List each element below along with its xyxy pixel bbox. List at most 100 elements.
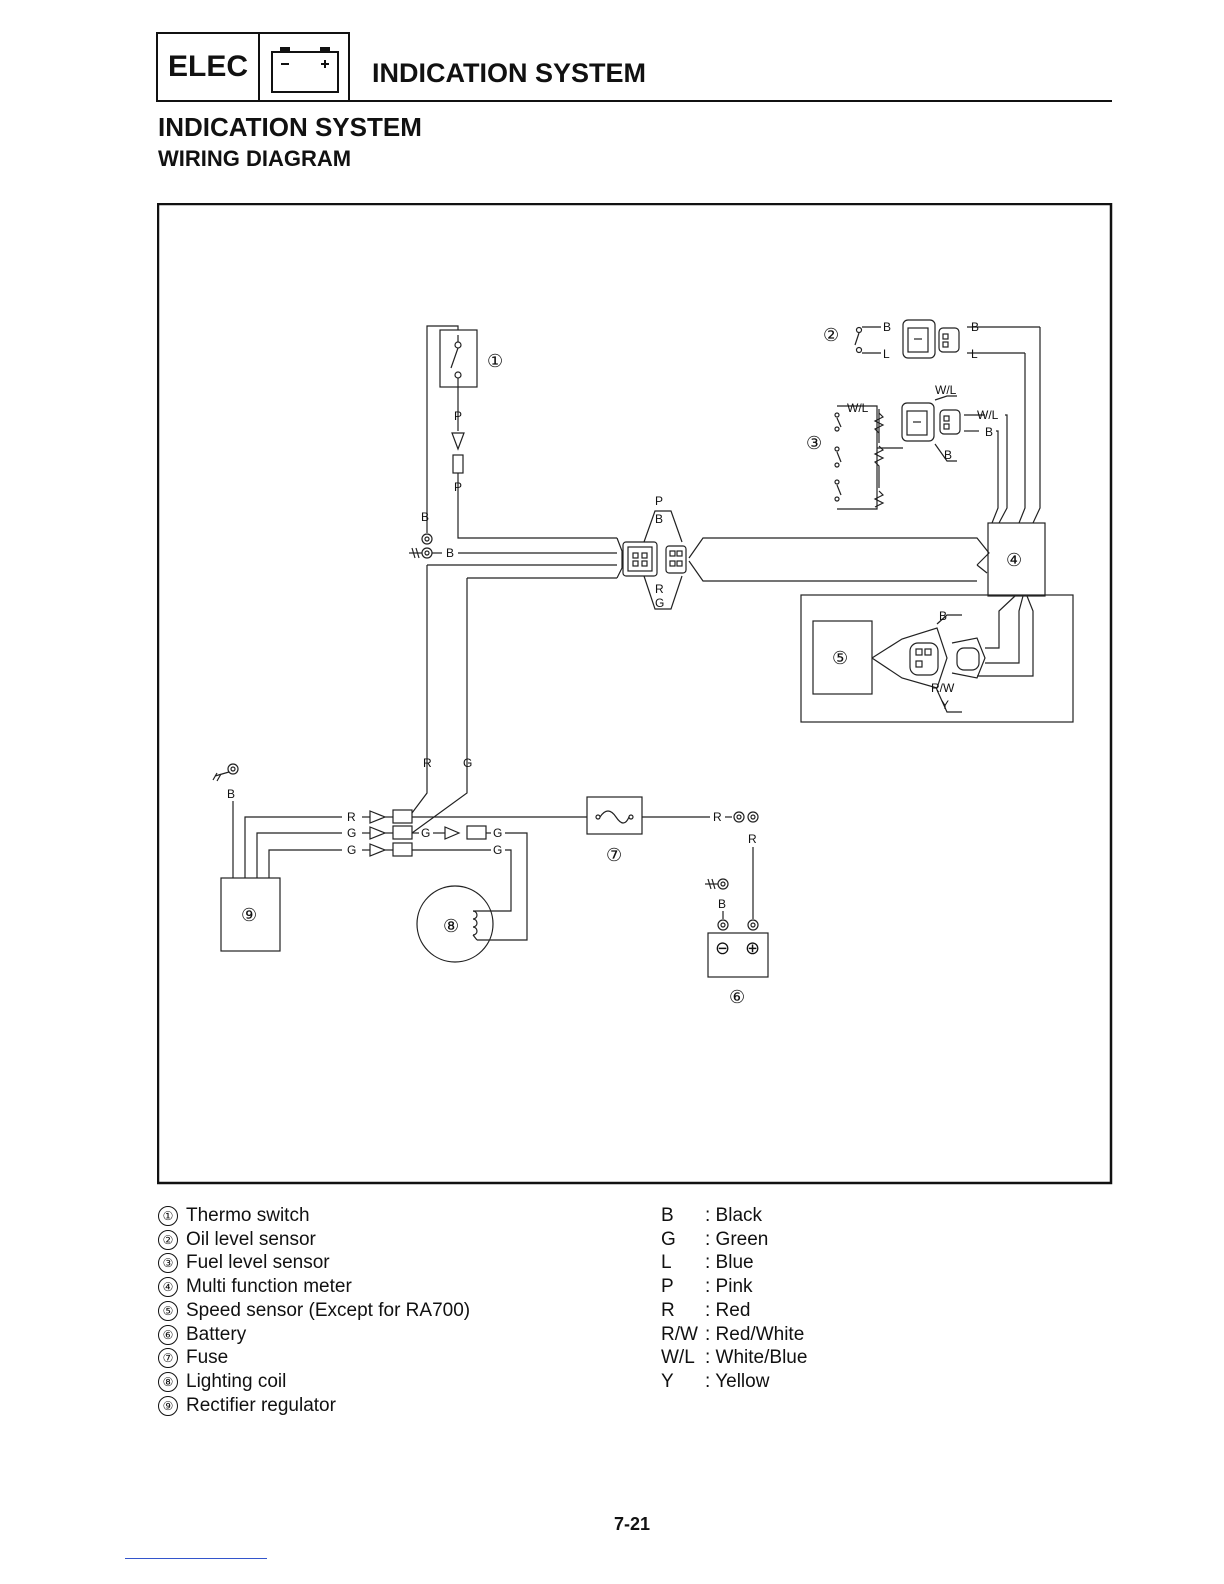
- wire-label-p-3: P: [655, 494, 663, 508]
- wire-label-wl-2: W/L: [935, 383, 957, 397]
- component-6-number: ⑥: [729, 987, 745, 1007]
- thermo-switch: [426, 325, 478, 533]
- color-code: R/W: [661, 1323, 698, 1345]
- legend-number: ⑧: [158, 1371, 178, 1392]
- component-8-number: ⑧: [443, 916, 459, 936]
- wire-label-g-3: G: [347, 826, 356, 840]
- wire-label-y-1: Y: [941, 698, 949, 712]
- color-legend-item: G : Green: [661, 1228, 807, 1252]
- color-code: P: [661, 1276, 674, 1298]
- legend-label: Fuel level sensor: [186, 1252, 330, 1274]
- color-code: Y: [661, 1370, 674, 1392]
- wire-label-b-6: B: [985, 425, 993, 439]
- speed-sensor-area: [800, 594, 1074, 723]
- wire-label-b-1: B: [421, 510, 429, 524]
- wire-label-b-7: B: [944, 448, 952, 462]
- wire-label-b-5: B: [971, 320, 979, 334]
- wire-label-wl-1: W/L: [847, 401, 869, 415]
- color-name: : Red/White: [705, 1323, 805, 1345]
- color-legend-item: W/L : White/Blue: [661, 1346, 807, 1370]
- legend-label: Fuse: [186, 1347, 229, 1369]
- section-code: ELEC: [158, 34, 260, 100]
- footer-line: [125, 1558, 267, 1559]
- wire-label-p-1: P: [454, 409, 462, 423]
- component-2-number: ②: [823, 325, 839, 345]
- color-legend-item: L: Blue: [661, 1251, 807, 1275]
- wire-label-r-3: R: [347, 810, 356, 824]
- wire-label-b-8: B: [939, 609, 947, 623]
- color-name: : Black: [705, 1205, 763, 1226]
- color-name: : Yellow: [705, 1370, 770, 1392]
- legend-label: Multi function meter: [186, 1276, 352, 1298]
- legend-number: ⑦: [158, 1348, 178, 1369]
- battery-icon: [264, 34, 346, 100]
- legend-label: Speed sensor (Except for RA700): [186, 1299, 471, 1321]
- page-title: INDICATION SYSTEM: [158, 112, 422, 142]
- color-name: : Pink: [705, 1276, 753, 1298]
- color-name: : Green: [705, 1228, 769, 1250]
- wire-label-rw-1: R/W: [931, 681, 955, 695]
- wire-label-r-1: R: [655, 582, 664, 596]
- legend-number: ③: [158, 1253, 178, 1274]
- battery-negative: ⊖: [715, 938, 730, 958]
- wire-label-b-2: B: [446, 546, 454, 560]
- wire-label-g-5: G: [421, 826, 430, 840]
- color-code: G: [661, 1228, 676, 1250]
- legend-item: ⑧ Lighting coil: [158, 1370, 470, 1394]
- header-rule: [156, 100, 1112, 102]
- wire-label-b-3: B: [655, 512, 663, 526]
- rectifier-regulator: [220, 877, 281, 952]
- speed-sensor-coupler: [871, 595, 1034, 713]
- color-code: B: [661, 1205, 674, 1226]
- color-legend-item: R/W : Red/White: [661, 1323, 807, 1347]
- legend-label: Lighting coil: [186, 1370, 287, 1392]
- legend-item: ⑥ Battery: [158, 1323, 470, 1347]
- component-3-number: ③: [806, 433, 822, 453]
- legend-number: ⑨: [158, 1395, 178, 1416]
- wire-label-r-2: R: [423, 756, 432, 770]
- wire-label-g-4: G: [347, 843, 356, 857]
- multi-function-meter: [987, 522, 1046, 597]
- page-subtitle: WIRING DIAGRAM: [158, 146, 352, 171]
- color-legend-item: R: Red: [661, 1299, 807, 1323]
- wire-label-r-4: R: [713, 810, 722, 824]
- color-legend: B: Black G: Green L: Blue P: Pink R: Red…: [661, 1204, 807, 1394]
- color-legend-item: Y : Yellow: [661, 1370, 807, 1394]
- legend-item: ⑨ Rectifier regulator: [158, 1394, 470, 1418]
- battery-positive: ⊕: [745, 938, 760, 958]
- battery: [707, 932, 769, 978]
- legend-item: ② Oil level sensor: [158, 1228, 470, 1252]
- legend-number: ②: [158, 1229, 178, 1250]
- main-coupler: [622, 510, 687, 610]
- legend-item: ⑦ Fuse: [158, 1346, 470, 1370]
- wire-label-b-10: B: [718, 897, 726, 911]
- color-code: R: [661, 1299, 675, 1321]
- color-code: L: [661, 1252, 672, 1274]
- wire-label-b-9: B: [227, 787, 235, 801]
- legend-number: ⑥: [158, 1324, 178, 1345]
- color-name: : White/Blue: [705, 1347, 808, 1369]
- legend-label: Thermo switch: [186, 1205, 310, 1226]
- component-5-number: ⑤: [832, 648, 848, 668]
- fuel-level-sensor: [834, 395, 1008, 524]
- lighting-coil: [416, 885, 494, 963]
- legend-label: Rectifier regulator: [186, 1394, 336, 1416]
- wire-label-wl-3: W/L: [977, 408, 999, 422]
- wire-label-b-4: B: [883, 320, 891, 334]
- wire-label-l-1: L: [883, 347, 890, 361]
- color-legend-item: P : Pink: [661, 1275, 807, 1299]
- wire-label-g-1: G: [655, 596, 664, 610]
- page-number: 7-21: [614, 1514, 651, 1534]
- section-header-box: ELEC: [156, 32, 350, 102]
- component-4-number: ④: [1006, 550, 1022, 570]
- legend-label: Battery: [186, 1323, 247, 1345]
- wire-label-r-5: R: [748, 832, 757, 846]
- oil-level-sensor: [854, 319, 1041, 524]
- legend-label: Oil level sensor: [186, 1228, 316, 1250]
- color-code: W/L: [661, 1347, 695, 1369]
- fuse: [586, 796, 643, 835]
- component-7-number: ⑦: [606, 845, 622, 865]
- header-title: INDICATION SYSTEM: [372, 58, 647, 88]
